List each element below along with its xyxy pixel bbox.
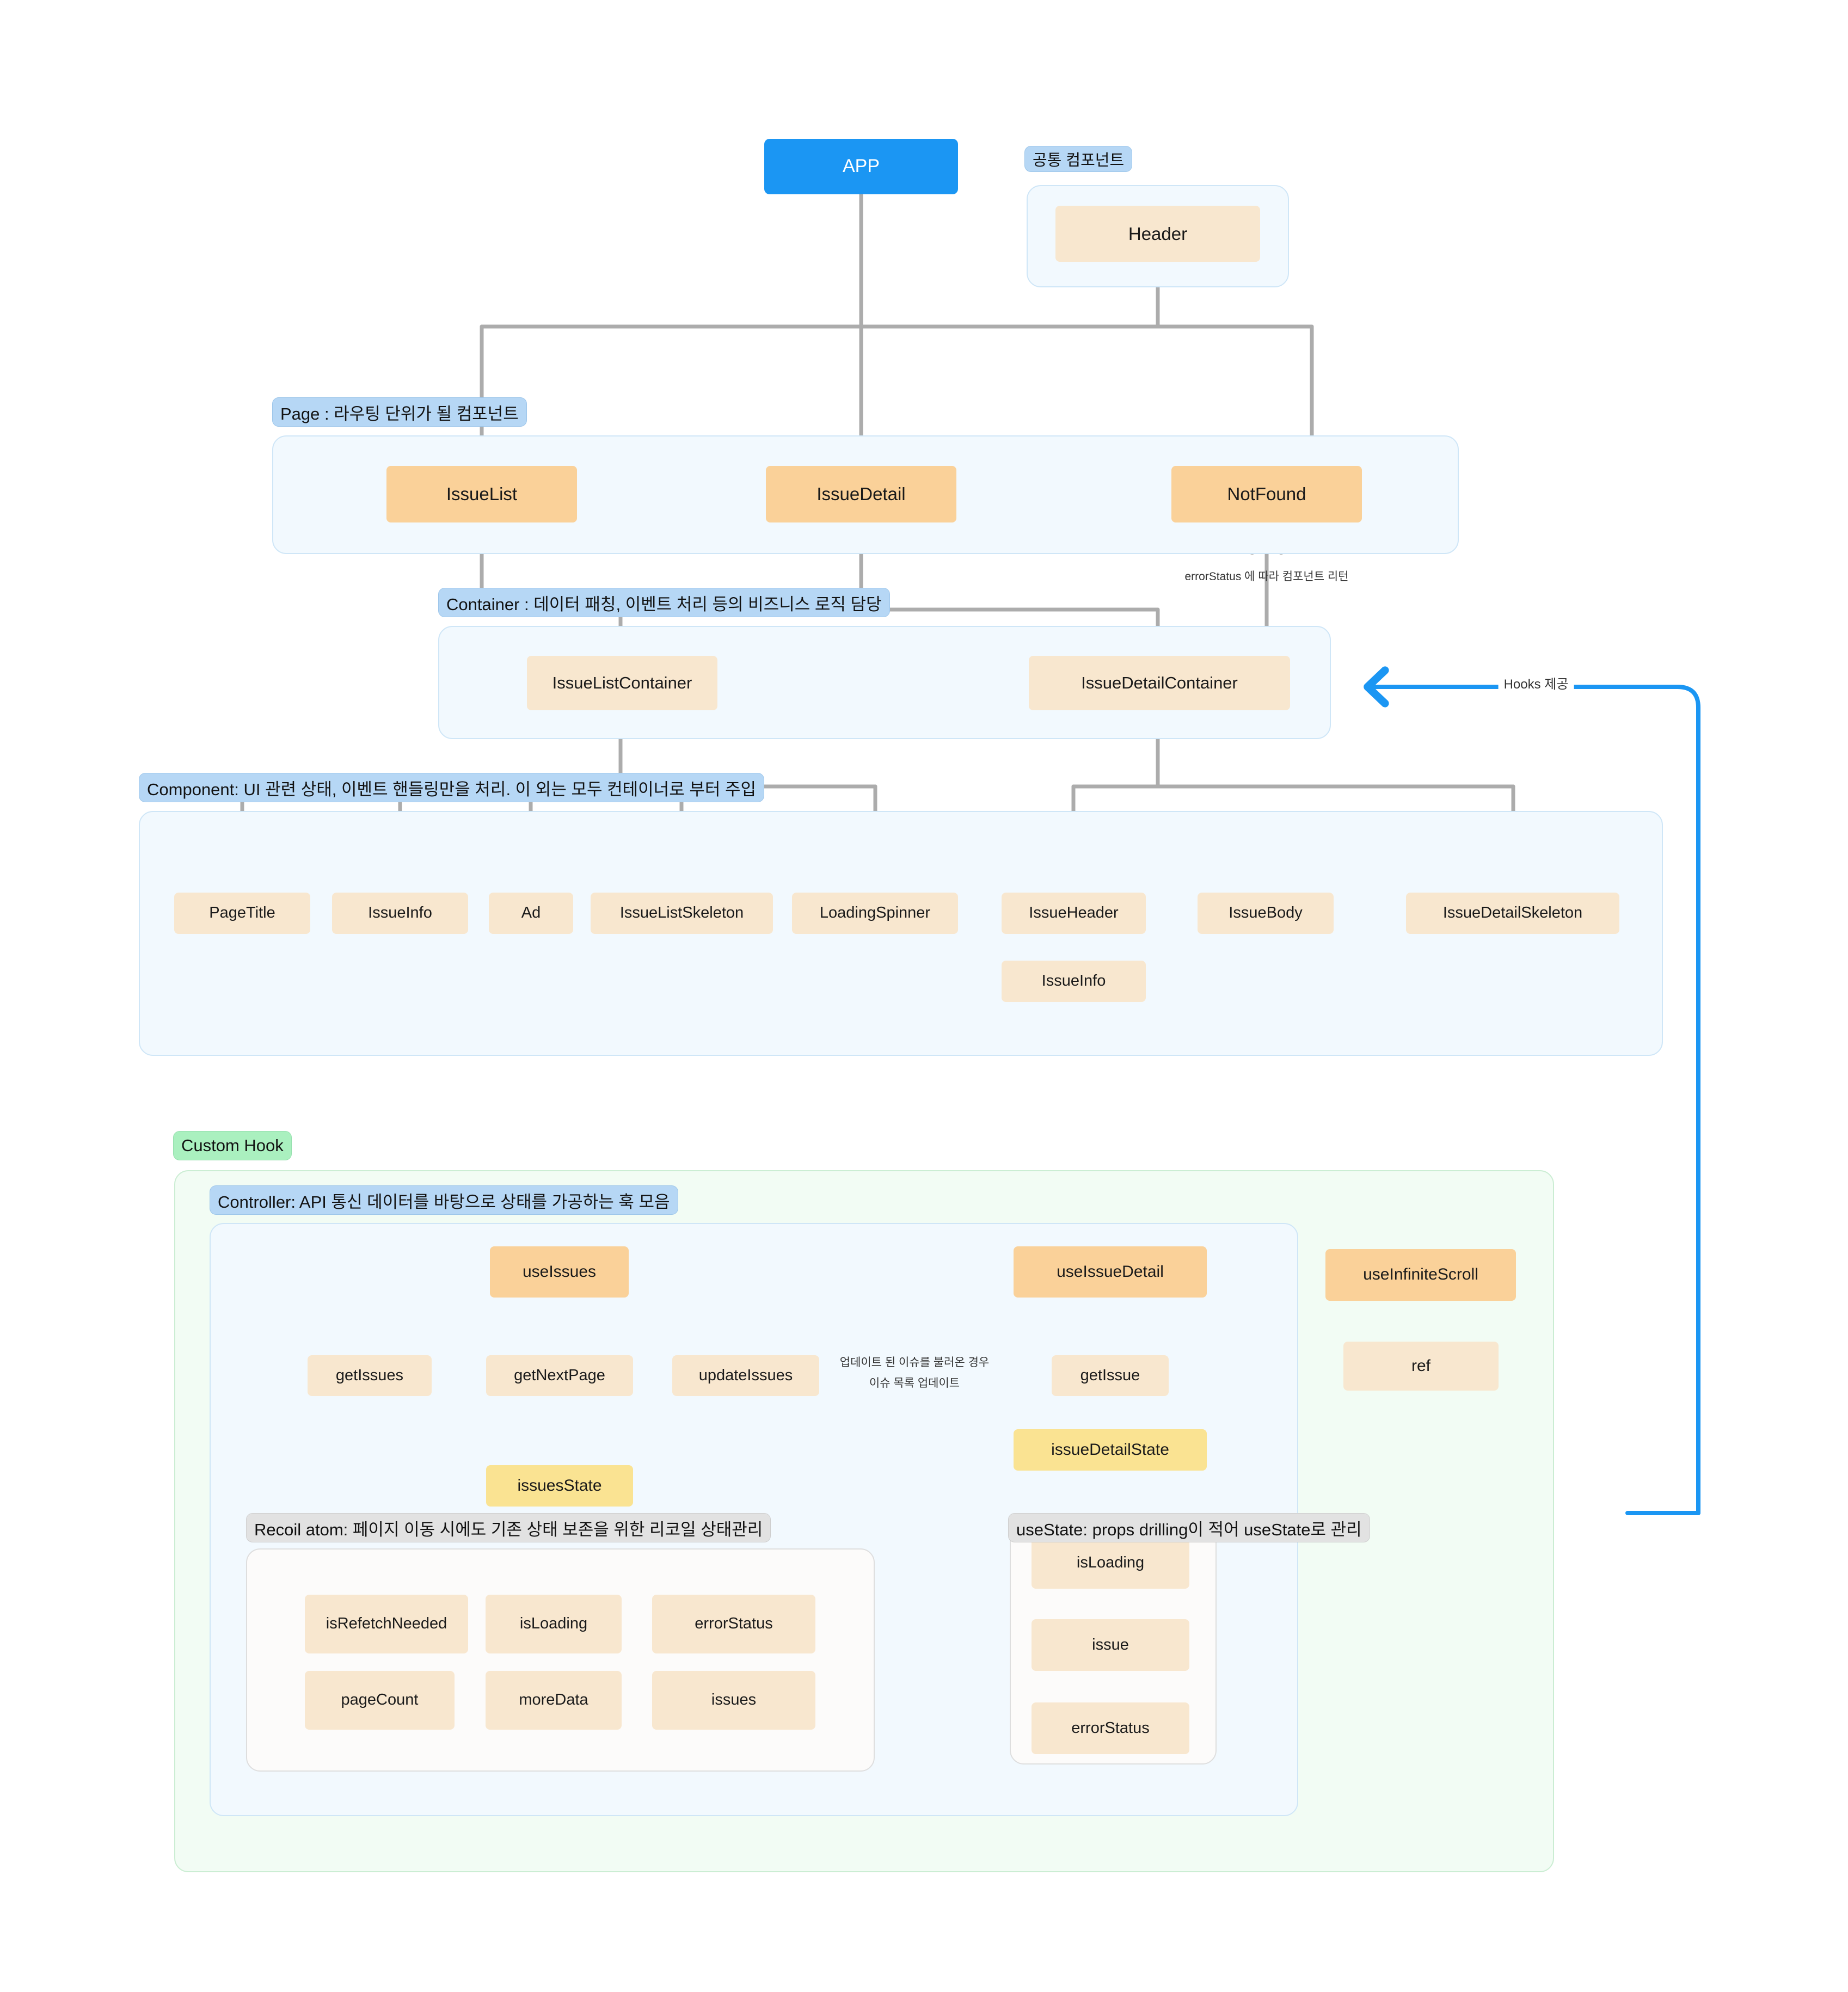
node-app[interactable]: APP xyxy=(764,139,958,194)
node-issue-list-skeleton-label: IssueListSkeleton xyxy=(619,904,744,922)
node-loading-spinner[interactable]: LoadingSpinner xyxy=(792,893,958,934)
node-atom-is-refetch-needed-label: isRefetchNeeded xyxy=(326,1615,447,1633)
node-state-issue-label: issue xyxy=(1092,1636,1129,1653)
pill-controller-label: Controller: API 통신 데이터를 바탕으로 상태를 가공하는 훅 … xyxy=(218,1192,670,1212)
node-state-is-loading[interactable]: isLoading xyxy=(1032,1537,1189,1589)
node-issue-list-skeleton[interactable]: IssueListSkeleton xyxy=(591,893,773,934)
node-issue-info[interactable]: IssueInfo xyxy=(332,893,468,934)
annotation-update-issues-line2: 이슈 목록 업데이트 xyxy=(869,1376,960,1391)
node-atom-is-refetch-needed[interactable]: isRefetchNeeded xyxy=(305,1595,468,1653)
pill-page: Page : 라우팅 단위가 될 컴포넌트 xyxy=(272,397,527,427)
node-state-error-status[interactable]: errorStatus xyxy=(1032,1702,1189,1754)
node-not-found-label: NotFound xyxy=(1227,484,1306,505)
annotation-error-status: errorStatus 에 따라 컴포넌트 리턴 xyxy=(1184,569,1348,585)
node-issue-list-label: IssueList xyxy=(446,484,518,505)
node-issue-header[interactable]: IssueHeader xyxy=(1002,893,1146,934)
node-get-issues-label: getIssues xyxy=(335,1366,404,1384)
annotation-hooks-provide: Hooks 제공 xyxy=(1498,676,1574,694)
node-atom-error-status[interactable]: errorStatus xyxy=(652,1595,815,1653)
node-header-label: Header xyxy=(1128,223,1188,244)
node-issue-detail-skeleton-label: IssueDetailSkeleton xyxy=(1442,904,1583,922)
node-issue-body-label: IssueBody xyxy=(1229,904,1303,922)
node-atom-is-loading[interactable]: isLoading xyxy=(486,1595,622,1653)
node-state-issue[interactable]: issue xyxy=(1032,1619,1189,1671)
node-atom-issues[interactable]: issues xyxy=(652,1671,815,1730)
pill-recoil-atom-label: Recoil atom: 페이지 이동 시에도 기존 상태 보존을 위한 리코일… xyxy=(254,1520,763,1539)
node-page-title[interactable]: PageTitle xyxy=(174,893,310,934)
pill-page-label: Page : 라우팅 단위가 될 컴포넌트 xyxy=(280,404,519,423)
pill-component: Component: UI 관련 상태, 이벤트 핸들링만을 처리. 이 외는 … xyxy=(139,773,765,802)
node-atom-page-count-label: pageCount xyxy=(341,1691,419,1709)
node-issue-detail-container-label: IssueDetailContainer xyxy=(1081,673,1238,693)
pill-custom-hook: Custom Hook xyxy=(173,1131,292,1160)
pill-common-component-label: 공통 컴포넌트 xyxy=(1033,152,1125,169)
node-ref-label: ref xyxy=(1411,1356,1430,1375)
pill-controller: Controller: API 통신 데이터를 바탕으로 상태를 가공하는 훅 … xyxy=(210,1185,678,1215)
node-use-issue-detail[interactable]: useIssueDetail xyxy=(1014,1246,1207,1298)
node-issue-list-container[interactable]: IssueListContainer xyxy=(527,656,717,710)
node-issue-info-child-label: IssueInfo xyxy=(1041,972,1106,990)
node-issue-info-label: IssueInfo xyxy=(368,904,432,922)
pill-container-label: Container : 데이터 패칭, 이벤트 처리 등의 비즈니스 로직 담당 xyxy=(446,594,882,614)
node-update-issues[interactable]: updateIssues xyxy=(672,1355,819,1396)
node-app-label: APP xyxy=(842,156,880,177)
node-use-issues[interactable]: useIssues xyxy=(490,1246,629,1298)
node-get-next-page-label: getNextPage xyxy=(514,1366,605,1384)
node-issue-detail-label: IssueDetail xyxy=(816,484,906,505)
annotation-update-issues-line1-label: 업데이트 된 이슈를 불러온 경우 xyxy=(839,1356,990,1369)
node-issue-header-label: IssueHeader xyxy=(1029,904,1119,922)
node-ad-label: Ad xyxy=(521,904,541,922)
node-atom-more-data-label: moreData xyxy=(519,1691,588,1709)
node-issue-detail-skeleton[interactable]: IssueDetailSkeleton xyxy=(1406,893,1619,934)
node-get-issue-label: getIssue xyxy=(1080,1366,1140,1384)
node-issue-info-child[interactable]: IssueInfo xyxy=(1002,961,1146,1002)
node-issue-body[interactable]: IssueBody xyxy=(1198,893,1334,934)
node-update-issues-label: updateIssues xyxy=(698,1366,793,1384)
node-issue-detail-container[interactable]: IssueDetailContainer xyxy=(1029,656,1290,710)
node-get-next-page[interactable]: getNextPage xyxy=(486,1355,633,1396)
annotation-hooks-provide-label: Hooks 제공 xyxy=(1503,677,1569,692)
pill-recoil-atom: Recoil atom: 페이지 이동 시에도 기존 상태 보존을 위한 리코일… xyxy=(246,1513,771,1542)
node-use-issues-label: useIssues xyxy=(522,1262,597,1281)
node-state-error-status-label: errorStatus xyxy=(1071,1719,1150,1737)
annotation-update-issues-line1: 업데이트 된 이슈를 불러온 경우 xyxy=(840,1355,990,1370)
recoil-atom-group xyxy=(246,1548,875,1772)
node-get-issue[interactable]: getIssue xyxy=(1052,1355,1169,1396)
node-atom-error-status-label: errorStatus xyxy=(695,1615,773,1633)
node-issues-state[interactable]: issuesState xyxy=(486,1465,633,1507)
node-header[interactable]: Header xyxy=(1055,206,1260,262)
node-atom-page-count[interactable]: pageCount xyxy=(305,1671,455,1730)
pill-use-state: useState: props drilling이 적어 useState로 관… xyxy=(1008,1513,1370,1542)
node-issue-detail[interactable]: IssueDetail xyxy=(766,466,956,522)
node-ref[interactable]: ref xyxy=(1343,1342,1499,1391)
node-state-is-loading-label: isLoading xyxy=(1076,1553,1145,1571)
node-issue-list[interactable]: IssueList xyxy=(386,466,577,522)
node-get-issues[interactable]: getIssues xyxy=(308,1355,432,1396)
node-issue-detail-state-label: issueDetailState xyxy=(1051,1440,1169,1459)
pill-custom-hook-label: Custom Hook xyxy=(181,1136,284,1155)
node-ad[interactable]: Ad xyxy=(489,893,573,934)
node-use-infinite-scroll[interactable]: useInfiniteScroll xyxy=(1325,1249,1516,1301)
annotation-error-status-label: errorStatus 에 따라 컴포넌트 리턴 xyxy=(1184,570,1349,583)
node-issue-detail-state[interactable]: issueDetailState xyxy=(1014,1429,1207,1471)
pill-common-component: 공통 컴포넌트 xyxy=(1024,146,1133,172)
pill-use-state-label: useState: props drilling이 적어 useState로 관… xyxy=(1016,1520,1362,1539)
node-not-found[interactable]: NotFound xyxy=(1171,466,1362,522)
node-issue-list-container-label: IssueListContainer xyxy=(552,673,692,693)
node-page-title-label: PageTitle xyxy=(209,904,275,922)
pill-component-label: Component: UI 관련 상태, 이벤트 핸들링만을 처리. 이 외는 … xyxy=(147,779,757,799)
node-use-issue-detail-label: useIssueDetail xyxy=(1057,1262,1164,1281)
node-issues-state-label: issuesState xyxy=(517,1476,602,1495)
node-atom-is-loading-label: isLoading xyxy=(519,1615,588,1633)
annotation-update-issues-line2-label: 이슈 목록 업데이트 xyxy=(869,1377,960,1390)
node-loading-spinner-label: LoadingSpinner xyxy=(819,904,931,922)
pill-container: Container : 데이터 패칭, 이벤트 처리 등의 비즈니스 로직 담당 xyxy=(438,588,890,617)
node-use-infinite-scroll-label: useInfiniteScroll xyxy=(1363,1265,1478,1284)
node-atom-issues-label: issues xyxy=(711,1691,757,1709)
node-atom-more-data[interactable]: moreData xyxy=(486,1671,622,1730)
